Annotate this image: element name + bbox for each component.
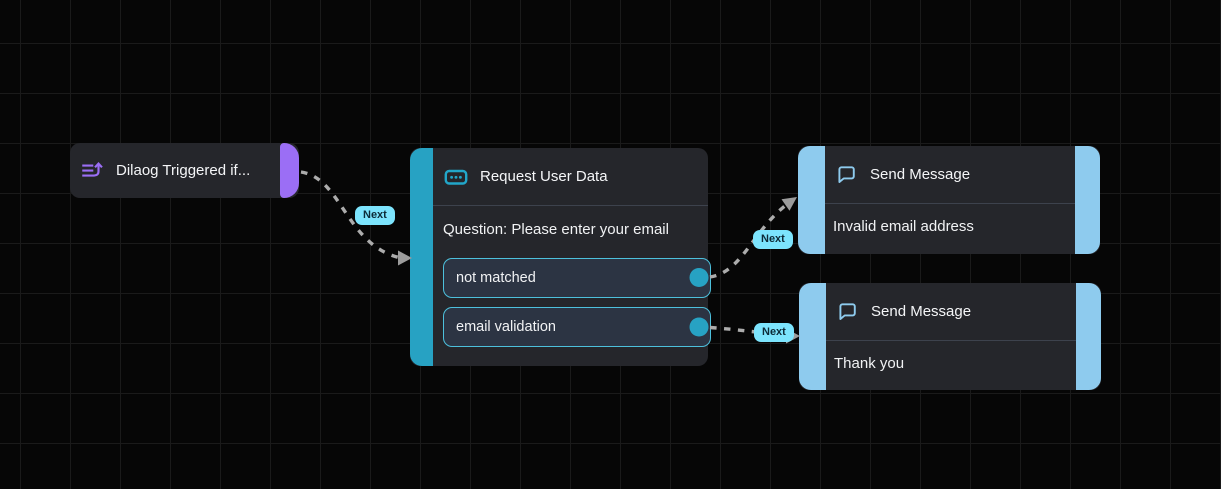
node-title: Send Message [870,166,971,183]
message-body: Invalid email address [833,218,974,235]
edge-label-next-1[interactable]: Next [355,206,395,225]
edge-label-next-3[interactable]: Next [754,323,794,342]
trigger-source-handle[interactable] [280,143,299,198]
node-request-user-data[interactable]: Request User Data Question: Please enter… [410,148,711,366]
edge-label-next-2[interactable]: Next [753,230,793,249]
node-title: Request User Data [480,168,608,185]
divider [799,340,1101,341]
option-row-email-validation[interactable]: email validation [443,307,711,347]
arrowhead-into-invalid [781,197,797,211]
input-ellipsis-icon [444,165,468,189]
speech-bubble-icon [836,300,859,323]
divider [410,205,708,206]
node-dialog-trigger[interactable]: Dilaog Triggered if... [70,143,299,198]
question-text: Question: Please enter your email [443,221,669,238]
option-label: not matched [456,270,536,286]
option-label: email validation [456,319,556,335]
message-source-handle[interactable] [1076,283,1101,390]
divider [798,203,1100,204]
message-target-handle[interactable] [799,283,826,390]
node-send-message-thanks[interactable]: Send Message Thank you [799,283,1101,390]
dialog-trigger-icon [79,158,105,184]
speech-bubble-icon [835,163,858,186]
node-title: Dilaog Triggered if... [116,162,251,179]
message-target-handle[interactable] [798,146,825,254]
message-body: Thank you [834,355,905,372]
message-source-handle[interactable] [1075,146,1100,254]
option-row-not-matched[interactable]: not matched [443,258,711,298]
request-target-handle[interactable] [410,148,433,366]
node-title: Send Message [871,303,972,320]
node-send-message-invalid[interactable]: Send Message Invalid email address [798,146,1100,254]
